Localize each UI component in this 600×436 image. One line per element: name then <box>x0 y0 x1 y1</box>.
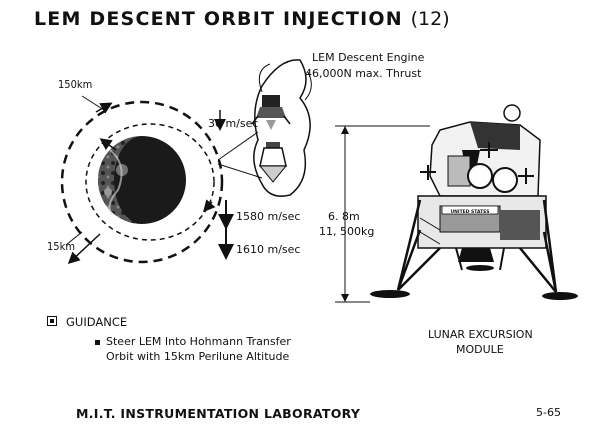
lem-mass-label: 11, 500kg <box>319 225 375 238</box>
footer-page-number: 5-65 <box>536 406 561 419</box>
outer-orbit <box>60 100 224 264</box>
leader-15km <box>65 231 83 246</box>
descent-arrow <box>203 199 216 213</box>
lem-caption-line1: LUNAR EXCURSION <box>428 328 533 341</box>
inner-altitude-label: 15km <box>47 240 75 253</box>
engine-inset <box>217 59 312 197</box>
transfer-orbit <box>85 123 215 241</box>
footer-lab: M.I.T. INSTRUMENTATION LABORATORY <box>76 406 361 421</box>
guidance-bullet-line1: Steer LEM Into Hohmann Transfer <box>106 335 291 348</box>
perilune-arrow <box>67 233 101 265</box>
lem-illustration: UNITED STATES <box>370 104 578 300</box>
leader-150km <box>81 95 105 111</box>
lem-caption-line2: MODULE <box>456 343 504 356</box>
bullet-icon <box>95 340 100 345</box>
outer-altitude-label: 150km <box>58 78 93 91</box>
lem-height-label: 6. 8m <box>328 210 360 223</box>
engine-thrust-label: 46,000N max. Thrust <box>305 67 422 80</box>
guidance-bullet-line2: Orbit with 15km Perilune Altitude <box>106 350 290 363</box>
guidance-checkbox-icon <box>47 316 57 326</box>
height-dimension <box>335 125 430 303</box>
lem-body-text: UNITED STATES <box>450 209 489 215</box>
engine-name-label: LEM Descent Engine <box>312 51 425 64</box>
delta-v-label: 30 m/sec <box>208 117 259 130</box>
v1-label: 1580 m/sec <box>236 210 301 223</box>
v2-label: 1610 m/sec <box>236 243 301 256</box>
guidance-heading: GUIDANCE <box>66 315 128 329</box>
page-title: LEM DESCENT ORBIT INJECTION (12) <box>34 8 450 30</box>
orbit-direction-arrow <box>95 102 113 114</box>
title-number: (12) <box>410 8 450 30</box>
title-main: LEM DESCENT ORBIT INJECTION <box>34 8 403 30</box>
moon <box>98 136 186 224</box>
inner-orbit-arrow <box>99 138 117 151</box>
